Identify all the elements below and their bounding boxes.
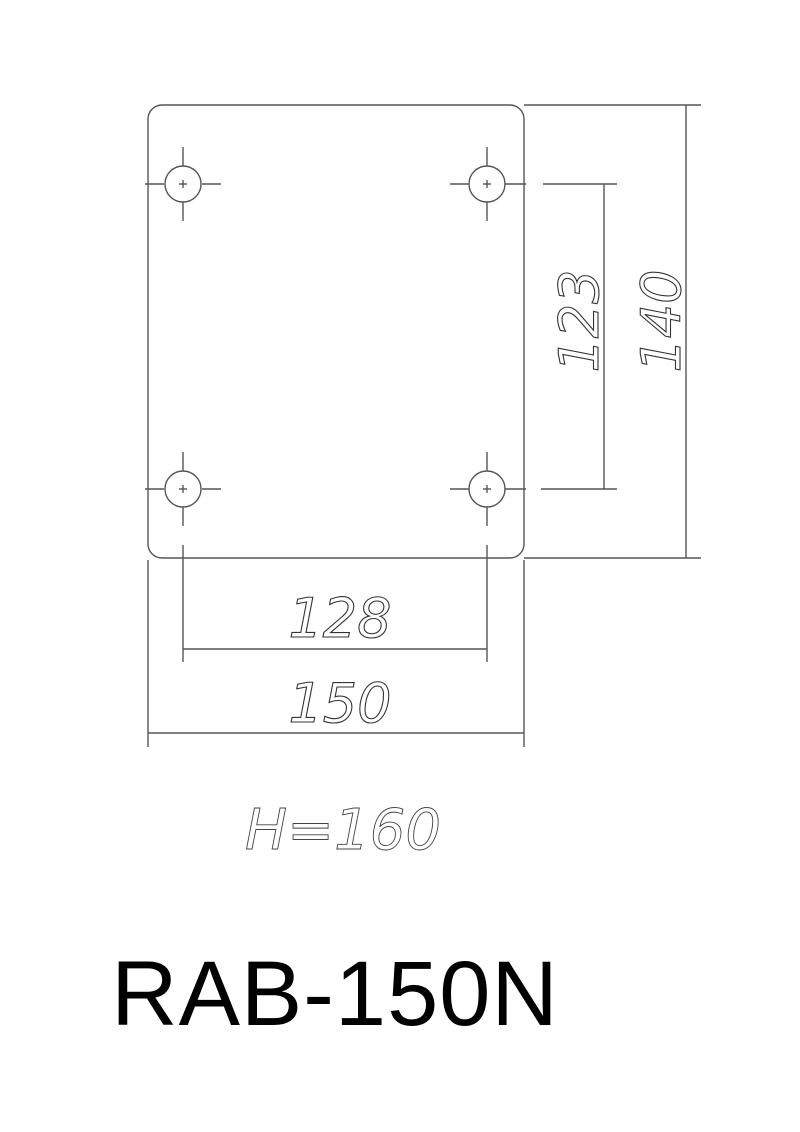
label-plate-width: 150 [288,672,391,735]
label-hole-vertical: 123 [548,269,611,372]
dimension-plate-width [147,560,525,747]
label-plate-height: 140 [630,269,693,372]
dimension-plate-height [524,104,701,559]
mounting-hole-top-left [145,147,221,221]
dimension-hole-horizontal [182,545,488,662]
mounting-hole-bottom-right [450,452,526,526]
mounting-hole-top-right [450,147,526,221]
dimension-hole-vertical [541,183,617,490]
label-height-note: H=160 [245,798,441,863]
model-name: RAB-150N [111,943,559,1045]
plate-outline [147,104,525,559]
label-hole-horizontal: 128 [288,587,391,650]
mounting-hole-bottom-left [145,452,221,526]
